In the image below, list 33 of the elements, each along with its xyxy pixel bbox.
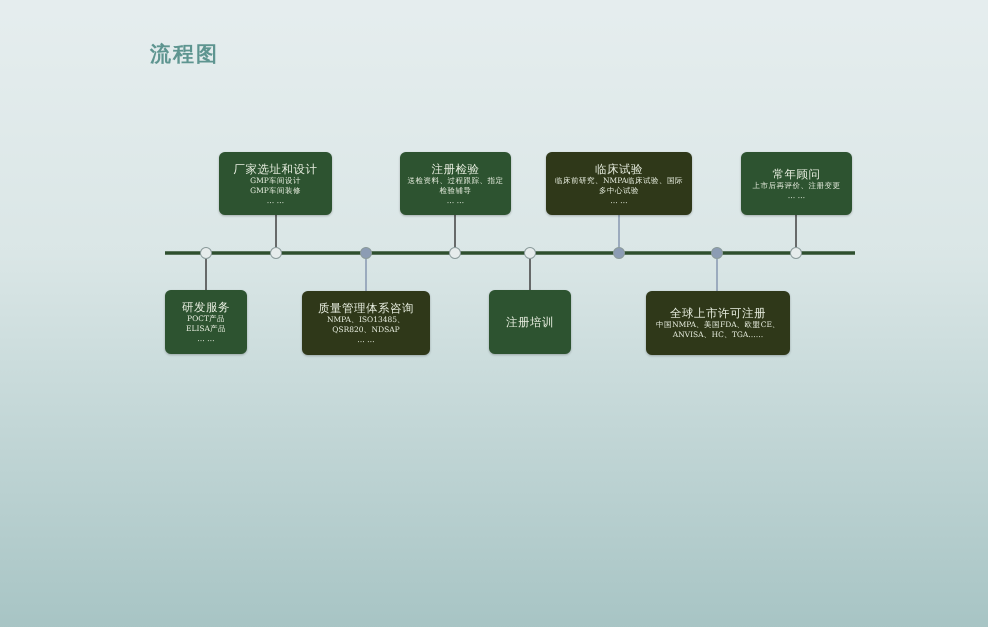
process-box (646, 291, 790, 355)
timeline-dot (613, 247, 625, 259)
connector-line (454, 215, 456, 247)
timeline-dot (270, 247, 282, 259)
timeline-dot (711, 247, 723, 259)
process-box (489, 290, 571, 354)
connector-line (529, 259, 531, 290)
timeline-dot (790, 247, 802, 259)
timeline-dot (360, 247, 372, 259)
timeline-dot (449, 247, 461, 259)
process-box (741, 152, 852, 215)
process-box (219, 152, 332, 215)
process-box (302, 291, 430, 355)
process-box (546, 152, 692, 215)
box-heading: 注册检验 (432, 162, 480, 176)
box-heading: 注册培训 (506, 315, 554, 329)
box-heading: 质量管理体系咨询 (318, 301, 414, 315)
connector-line (205, 259, 207, 290)
box-heading: 厂家选址和设计 (234, 162, 318, 176)
process-box (165, 290, 247, 354)
connector-line (275, 215, 277, 247)
connector-line (795, 215, 797, 247)
box-heading: 研发服务 (182, 300, 230, 314)
timeline-dot (524, 247, 536, 259)
box-heading: 全球上市许可注册 (670, 306, 766, 320)
box-heading: 常年顾问 (772, 166, 820, 180)
connector-line (716, 259, 718, 291)
title: 流程图 (150, 40, 219, 68)
connector-line (618, 215, 620, 247)
process-box (400, 152, 511, 215)
connector-line (365, 259, 367, 291)
box-heading: 临床试验 (595, 162, 643, 176)
timeline-dot (200, 247, 212, 259)
